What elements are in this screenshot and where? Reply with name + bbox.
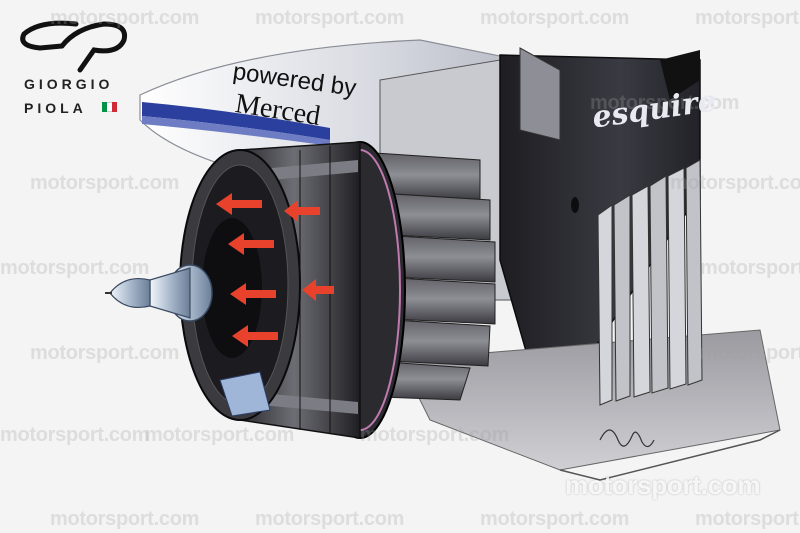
wheel-hub	[105, 264, 213, 322]
watermark: motorsport.com	[30, 342, 180, 364]
airflow-arrow	[216, 193, 262, 215]
watermark: motorsport.com	[695, 7, 800, 29]
artist-signature	[599, 429, 655, 448]
watermark: motorsport.com	[50, 7, 200, 29]
bargeboard-vanes	[597, 159, 703, 406]
logo-name-line2: PIOLA	[24, 100, 87, 116]
watermark: motorsport.com	[30, 172, 180, 194]
watermark: motorsport.com	[0, 257, 150, 279]
italian-flag-icon	[102, 102, 117, 112]
caliper	[219, 371, 271, 417]
watermark: motorsport.com	[670, 172, 800, 194]
watermark: motorsport.com	[145, 424, 295, 446]
watermark: motorsport.com	[700, 257, 800, 279]
airflow-arrow	[302, 279, 334, 301]
watermark: motorsport.com	[50, 508, 200, 530]
watermark: motorsport.com	[360, 424, 510, 446]
airflow-arrows	[216, 193, 334, 347]
watermark: motorsport.com	[255, 7, 405, 29]
logo-name-line1: GIORGIO	[24, 76, 114, 92]
airflow-arrow	[284, 200, 320, 222]
airflow-arrow	[232, 325, 278, 347]
watermark: motorsport.com	[695, 508, 800, 530]
livery-stripe	[142, 102, 330, 140]
airflow-arrow	[230, 283, 276, 305]
airflow-arrow	[228, 233, 274, 255]
watermark: motorsport.com	[255, 508, 405, 530]
watermark-main: motorsport.com	[565, 470, 761, 500]
watermark: motorsport.com	[590, 92, 740, 114]
watermark: motorsport.com	[0, 424, 150, 446]
giorgio-piola-logo-mark	[20, 20, 128, 73]
watermark: motorsport.com	[700, 342, 800, 364]
watermark: motorsport.com	[480, 508, 630, 530]
watermark: motorsport.com	[480, 7, 630, 29]
